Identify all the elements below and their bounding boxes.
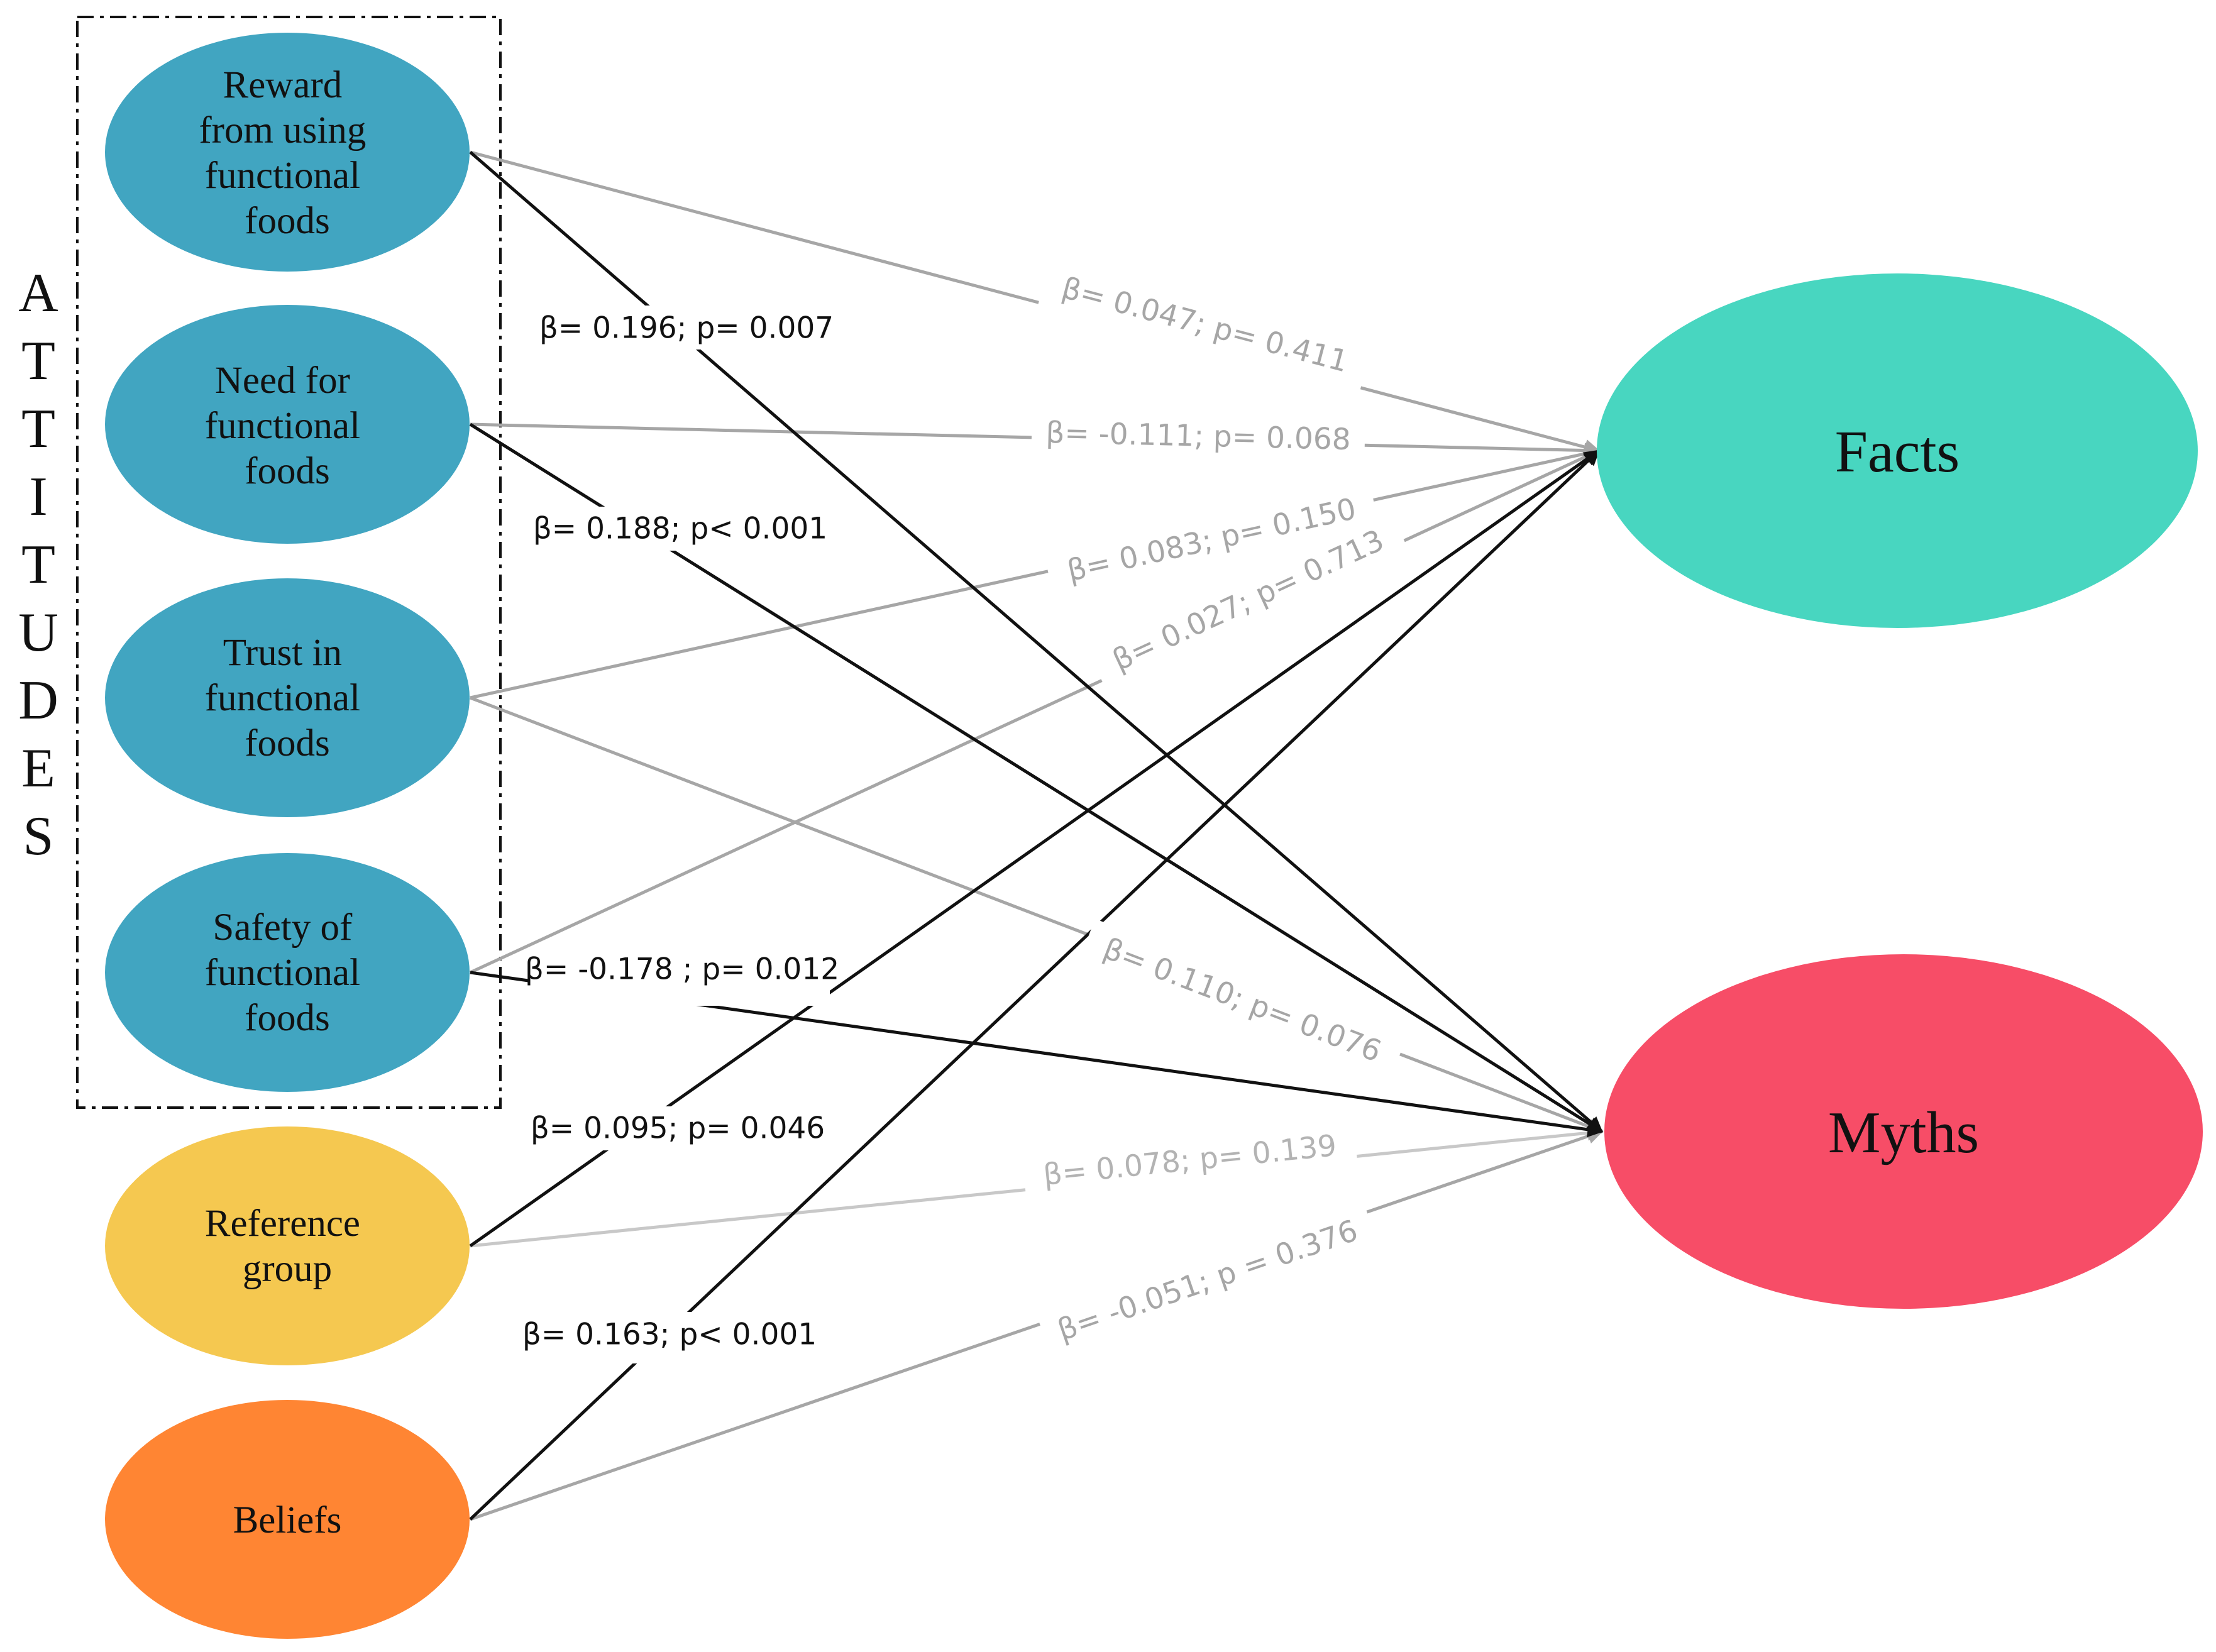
edge-safety-facts xyxy=(469,449,1601,974)
edge-label-trust-myths: β= 0.110; p= 0.076 xyxy=(1099,932,1386,1069)
group-letter: E xyxy=(21,738,55,799)
edge-reward-facts xyxy=(470,150,1601,455)
node-myths-shape xyxy=(1604,954,2203,1309)
node-need-shape xyxy=(105,305,470,544)
node-reference-group: Reference group xyxy=(105,1126,470,1365)
node-beliefs-label: Beliefs xyxy=(233,1499,342,1541)
group-letter: A xyxy=(18,263,58,324)
edge-label-reward-facts: β= 0.047; p= 0.411 xyxy=(1058,271,1352,380)
group-letter: D xyxy=(18,670,58,731)
node-facts-shape xyxy=(1597,273,2198,628)
node-reward-label: Reward from using functional foods xyxy=(199,64,375,242)
group-letter: T xyxy=(21,331,55,392)
edge-label-beliefs-facts: β= 0.163; p< 0.001 xyxy=(522,1318,817,1352)
node-reward: Reward from using functional foods xyxy=(105,33,470,272)
node-need-label: Need for functional foods xyxy=(205,360,370,492)
node-beliefs-shape xyxy=(105,1400,470,1639)
group-letter: T xyxy=(21,399,55,460)
edge-label-reward-myths: β= 0.196; p= 0.007 xyxy=(539,311,834,346)
node-need: Need for functional foods xyxy=(105,305,470,544)
group-letter: T xyxy=(21,534,55,595)
node-reward-shape xyxy=(105,33,470,272)
edge-label-need-myths: β= 0.188; p< 0.001 xyxy=(533,512,827,546)
node-reference-label: Reference group xyxy=(205,1203,370,1290)
node-reference-shape xyxy=(105,1126,470,1365)
attitudes-group-box xyxy=(76,16,502,1109)
attitudes-group-label: A T T I T U D E S xyxy=(18,263,58,867)
edge-label-need-facts: β= -0.111; p= 0.068 xyxy=(1045,416,1351,457)
group-letter: U xyxy=(18,602,58,663)
edge-label-safety-myths: β= -0.178 ; p= 0.012 xyxy=(525,952,839,987)
node-facts: Facts xyxy=(1597,273,2198,628)
edge-beliefs-myths xyxy=(470,1128,1604,1521)
edge-label-beliefs-myths: β= -0.051; p = 0.376 xyxy=(1053,1213,1362,1348)
node-myths: Myths xyxy=(1604,954,2203,1309)
node-trust-label: Trust in functional foods xyxy=(205,632,370,764)
node-safety-shape xyxy=(105,853,470,1092)
group-letter: I xyxy=(29,466,47,527)
edge-labels: β= 0.196; p= 0.007 β= 0.188; p< 0.001 β=… xyxy=(522,261,1411,1363)
edge-trust-facts xyxy=(470,446,1601,700)
group-letter: S xyxy=(23,806,54,867)
node-beliefs: Beliefs xyxy=(105,1400,470,1639)
edge-label-reference-facts: β= 0.095; p= 0.046 xyxy=(531,1111,825,1146)
node-safety: Safety of functional foods xyxy=(105,853,470,1092)
node-trust: Trust in functional foods xyxy=(105,578,470,817)
node-facts-label: Facts xyxy=(1835,419,1960,485)
edge-trust-myths xyxy=(470,696,1604,1134)
node-safety-label: Safety of functional foods xyxy=(205,906,370,1039)
node-trust-shape xyxy=(105,578,470,817)
node-myths-label: Myths xyxy=(1828,1100,1979,1165)
